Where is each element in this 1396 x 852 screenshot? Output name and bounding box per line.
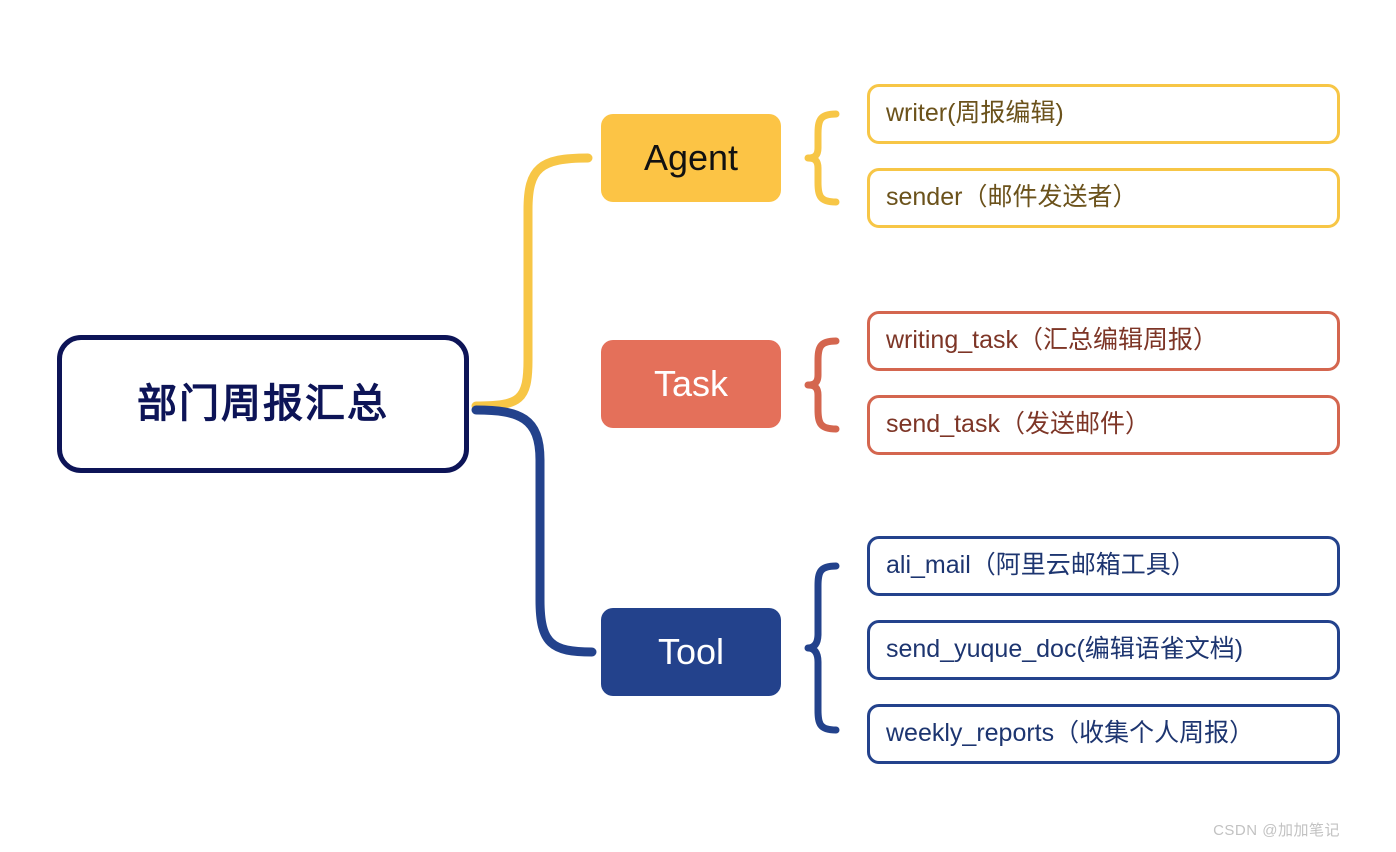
leaf-node-task-writing-label: writing_task（汇总编辑周报） bbox=[886, 326, 1218, 355]
connector-root-to-tool bbox=[471, 405, 597, 657]
leaf-node-tool-send-yuque-doc-label: send_yuque_doc(编辑语雀文档) bbox=[886, 635, 1244, 664]
brace-task bbox=[804, 337, 840, 433]
leaf-node-tool-send-yuque-doc[interactable]: send_yuque_doc(编辑语雀文档) bbox=[867, 620, 1340, 680]
root-node[interactable]: 部门周报汇总 bbox=[57, 335, 469, 473]
connector-root-to-agent bbox=[471, 153, 593, 411]
category-node-tool-label: Tool bbox=[657, 631, 725, 672]
category-node-agent[interactable]: Agent bbox=[601, 114, 781, 202]
leaf-node-tool-weekly-reports-label: weekly_reports（收集个人周报） bbox=[886, 719, 1255, 748]
leaf-node-tool-ali-mail[interactable]: ali_mail（阿里云邮箱工具） bbox=[867, 536, 1340, 596]
leaf-node-agent-sender-label: sender（邮件发送者） bbox=[886, 183, 1138, 212]
leaf-node-agent-writer-label: writer(周报编辑) bbox=[886, 99, 1064, 128]
leaf-node-task-writing[interactable]: writing_task（汇总编辑周报） bbox=[867, 311, 1340, 371]
root-node-label: 部门周报汇总 bbox=[137, 382, 389, 426]
leaf-node-agent-sender[interactable]: sender（邮件发送者） bbox=[867, 168, 1340, 228]
category-node-agent-label: Agent bbox=[643, 137, 739, 178]
leaf-node-task-send[interactable]: send_task（发送邮件） bbox=[867, 395, 1340, 455]
category-node-task[interactable]: Task bbox=[601, 340, 781, 428]
category-node-tool[interactable]: Tool bbox=[601, 608, 781, 696]
leaf-node-tool-weekly-reports[interactable]: weekly_reports（收集个人周报） bbox=[867, 704, 1340, 764]
leaf-node-tool-ali-mail-label: ali_mail（阿里云邮箱工具） bbox=[886, 551, 1196, 580]
brace-tool bbox=[804, 562, 840, 734]
leaf-node-agent-writer[interactable]: writer(周报编辑) bbox=[867, 84, 1340, 144]
watermark: CSDN @加加笔记 bbox=[1213, 822, 1340, 839]
brace-agent bbox=[804, 110, 840, 206]
leaf-node-task-send-label: send_task（发送邮件） bbox=[886, 410, 1150, 439]
category-node-task-label: Task bbox=[653, 363, 729, 404]
